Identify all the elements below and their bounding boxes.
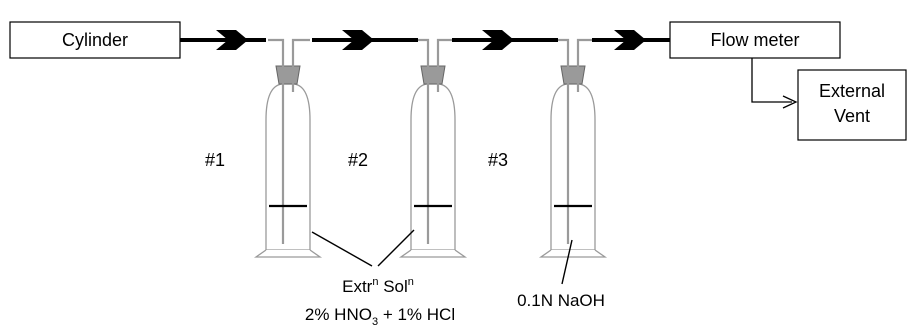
bottle-1-outlet-tube bbox=[291, 38, 310, 92]
leader-line-bottle-1 bbox=[311, 231, 373, 267]
chevron-right-icon bbox=[342, 30, 374, 50]
impinger-bottle-3 bbox=[538, 38, 608, 258]
impinger-bottle-1 bbox=[253, 38, 323, 258]
leader-line-bottle-2 bbox=[377, 229, 415, 267]
bottle-3-body bbox=[550, 83, 596, 251]
bottle-1-inlet-tube bbox=[268, 38, 285, 244]
vent-connector-line bbox=[751, 58, 792, 103]
bottles-layer bbox=[253, 38, 608, 258]
vent-arrowhead-icon bbox=[782, 95, 798, 109]
bottle-2-body bbox=[410, 83, 456, 251]
bottle-1-label: #1 bbox=[205, 150, 225, 170]
chevron-right-icon bbox=[482, 30, 514, 50]
flow-meter-box bbox=[669, 21, 841, 59]
bottle-1-stopper bbox=[275, 65, 301, 85]
bottle-3-label: #3 bbox=[488, 150, 508, 170]
bottle-1-body bbox=[265, 83, 311, 251]
cylinder-box bbox=[9, 21, 181, 59]
bottle-2-outlet-tube bbox=[436, 38, 455, 92]
leader-line-bottle-3 bbox=[561, 239, 573, 285]
acid-mixture-label: 2% HNO3 + 1% HCl bbox=[305, 305, 455, 328]
bottle-2-stopper bbox=[420, 65, 446, 85]
extraction-solution-label: Extrn Soln bbox=[342, 276, 414, 296]
naoh-solution-label: 0.1N NaOH bbox=[517, 291, 605, 310]
bottle-1-base bbox=[253, 249, 323, 258]
external-vent-box bbox=[797, 69, 907, 141]
bottle-3-outlet-tube bbox=[576, 38, 595, 92]
vent-label-line1: External bbox=[819, 81, 885, 101]
cylinder-label: Cylinder bbox=[62, 30, 128, 50]
bottle-2-label: #2 bbox=[348, 150, 368, 170]
bottle-2-base bbox=[398, 249, 468, 258]
vent-label-line2: Vent bbox=[834, 106, 870, 126]
flow-meter-label: Flow meter bbox=[710, 30, 799, 50]
chevron-right-icon bbox=[216, 30, 248, 50]
bottle-3-base bbox=[538, 249, 608, 258]
impinger-bottle-2 bbox=[398, 38, 468, 258]
bottle-3-stopper bbox=[560, 65, 586, 85]
chevron-right-icon bbox=[614, 30, 646, 50]
flow-chevrons bbox=[216, 30, 646, 50]
